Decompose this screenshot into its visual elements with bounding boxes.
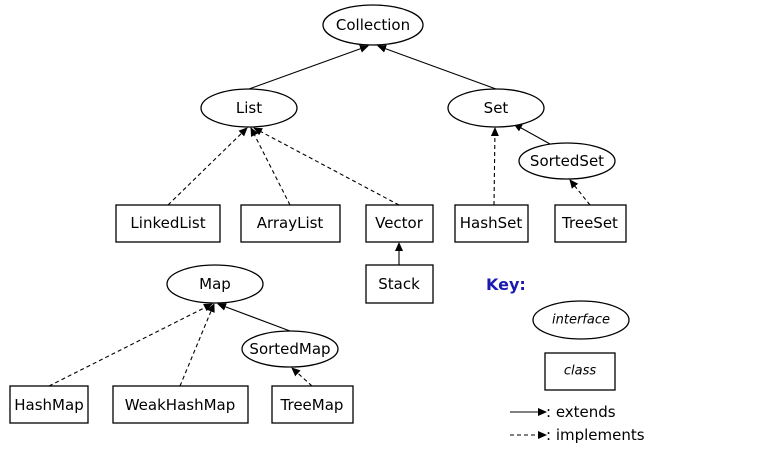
node-hashmap: HashMap (9, 385, 89, 424)
node-linkedlist-label: LinkedList (130, 214, 205, 232)
node-weakhashmap-label: WeakHashMap (125, 396, 236, 414)
node-collection: Collection (322, 4, 424, 46)
node-vector: Vector (365, 204, 434, 243)
node-hashmap-label: HashMap (14, 396, 83, 414)
edge-hashset-implements-set (490, 127, 499, 206)
node-treemap: TreeMap (271, 385, 354, 424)
node-sortedmap-label: SortedMap (249, 340, 330, 358)
edge-vector-implements-list (253, 127, 400, 206)
edge-arraylist-implements-list (250, 127, 291, 206)
node-map: Map (166, 264, 264, 304)
legend-title: Key: (486, 275, 526, 294)
node-vector-label: Vector (375, 214, 424, 232)
node-collection-label: Collection (336, 16, 410, 34)
legend-interface-sample: interface (532, 300, 630, 340)
node-weakhashmap: WeakHashMap (112, 385, 249, 424)
edge-hashmap-implements-map (48, 303, 213, 387)
node-treemap-label: TreeMap (280, 396, 344, 414)
edge-treemap-implements-sortedmap (291, 367, 313, 387)
legend-class-sample: class (544, 352, 616, 391)
node-sortedset-label: SortedSet (530, 152, 604, 170)
legend-class-label: class (564, 364, 596, 379)
edge-weakhashmap-implements-map (179, 303, 215, 387)
edges-layer (48, 44, 591, 387)
edge-treeset-implements-sortedset (569, 179, 591, 206)
edge-linkedlist-implements-list (167, 127, 248, 206)
node-sortedset: SortedSet (518, 142, 616, 180)
legend-extends-label: : extends (546, 403, 616, 421)
node-list: List (200, 88, 298, 128)
node-treeset-label: TreeSet (561, 214, 618, 232)
legend-implements-label: : implements (546, 426, 645, 444)
node-sortedmap: SortedMap (241, 330, 339, 368)
edge-set-extends-collection (377, 44, 497, 90)
node-arraylist: ArrayList (240, 204, 341, 243)
edge-sortedmap-extends-map (217, 303, 291, 332)
node-stack: Stack (365, 264, 434, 304)
node-stack-label: Stack (378, 275, 420, 293)
legend-interface-label: interface (552, 313, 610, 328)
node-arraylist-label: ArrayList (257, 214, 324, 232)
legend: Key: interface class : extends : impleme… (486, 275, 645, 444)
node-map-label: Map (199, 275, 231, 293)
node-set: Set (447, 88, 545, 128)
edge-sortedset-extends-set (513, 123, 551, 145)
node-hashset: HashSet (454, 204, 529, 243)
node-linkedlist: LinkedList (115, 204, 221, 243)
node-treeset: TreeSet (554, 204, 627, 243)
node-list-label: List (236, 99, 262, 117)
edge-list-extends-collection (248, 44, 369, 90)
node-set-label: Set (484, 99, 509, 117)
node-hashset-label: HashSet (460, 214, 523, 232)
